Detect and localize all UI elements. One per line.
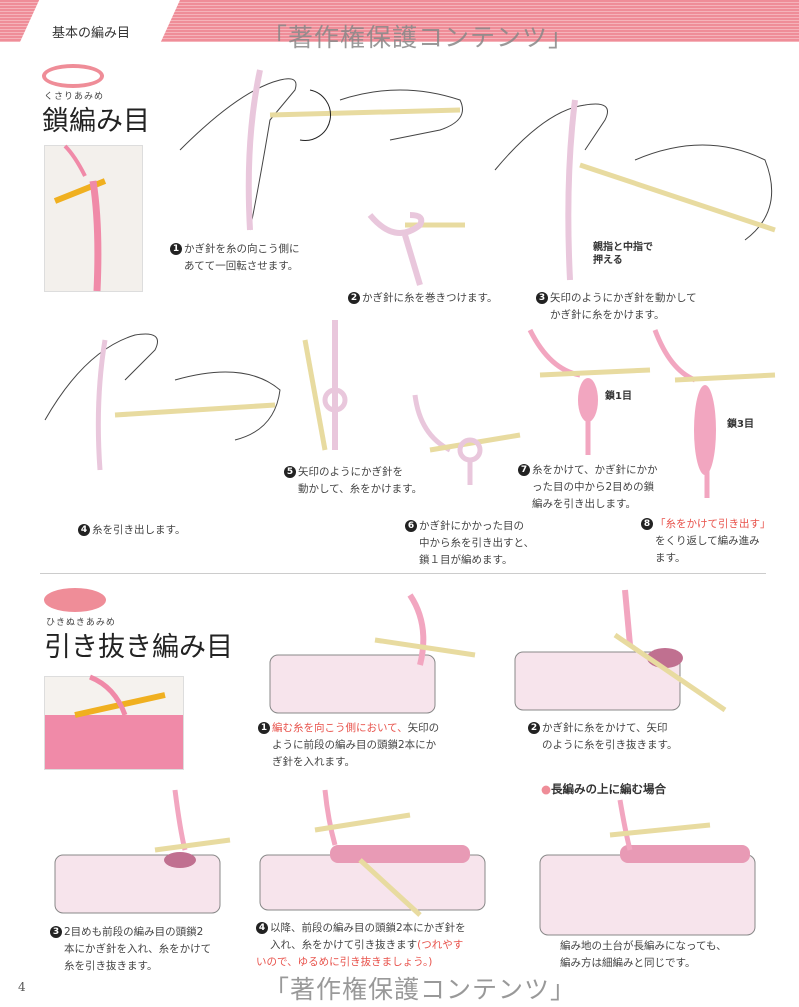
section-marker-outline — [42, 64, 104, 88]
step7-illustration — [527, 328, 651, 455]
section-marker-filled — [44, 588, 106, 612]
slip-step3-illustration — [54, 789, 231, 914]
step8-illustration — [652, 329, 776, 498]
slip-photo — [44, 674, 184, 770]
slip-photo-illustration — [45, 674, 183, 769]
chain-title: 鎖編み目 — [42, 106, 150, 137]
step6-illustration — [412, 394, 521, 485]
note-text: 編み地の土台が長編みになっても、編み方は細編みと同じです。 — [560, 940, 727, 969]
step4-illustration — [44, 333, 281, 471]
chain-ruby: くさりあみめ — [44, 92, 105, 102]
watermark-top: 「著作権保護コンテンツ」 — [262, 23, 575, 52]
step2-illustration — [367, 212, 465, 286]
step5-illustration — [302, 320, 348, 451]
note-heading: ●長編みの上に編む場合 — [541, 782, 667, 796]
chain-photo — [44, 144, 143, 292]
slip-step4-illustration — [259, 789, 486, 917]
chain-1-label: 鎖1目 — [605, 391, 632, 402]
section-title: 基本の編み目 — [52, 26, 131, 41]
slip-step2-illustration — [514, 589, 727, 713]
thumb-label: 親指と中指で押える — [593, 242, 653, 266]
page-number: 4 — [18, 980, 26, 994]
header-tab — [20, 0, 180, 42]
step3-illustration — [494, 99, 776, 281]
chain-step-8: 8「糸をかけて引き出す」をくり返して編み進みます。 — [641, 516, 771, 567]
slip-title: 引き抜き編み目 — [44, 632, 233, 663]
step1-illustration — [179, 69, 463, 231]
watermark-bottom: 「著作権保護コンテンツ」 — [264, 975, 577, 1004]
double-crochet-illustration — [539, 799, 756, 936]
section-divider — [40, 573, 766, 574]
chain-photo-illustration — [53, 144, 107, 292]
slip-ruby: ひきぬきあみめ — [46, 618, 116, 628]
slip-step1-illustration — [269, 593, 476, 714]
bullet-icon: ● — [541, 782, 552, 796]
chain-3-label: 鎖3目 — [727, 419, 754, 430]
